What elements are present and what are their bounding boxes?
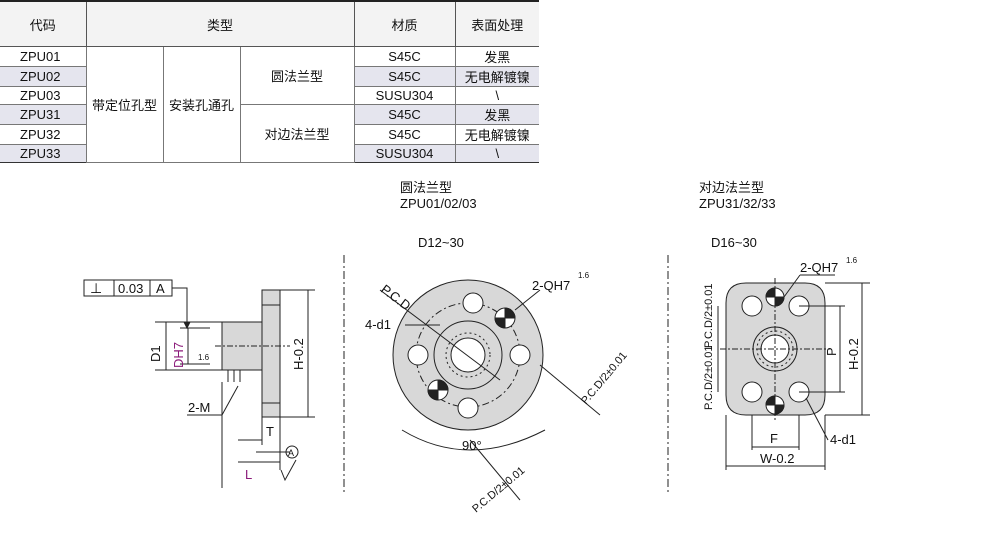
square-view-codes: ZPU31/32/33 xyxy=(699,196,776,211)
round-half-pcd-label-2: P.C.D/2±0.01 xyxy=(470,465,527,516)
h-dim-label: H-0.2 xyxy=(291,338,306,370)
mount-hole xyxy=(741,295,763,317)
table-row: ZPU01 带定位孔型 安装孔通孔 圆法兰型 S45C 发黑 xyxy=(0,46,539,163)
square-view-title: 对边法兰型 xyxy=(699,180,765,195)
row-surface: 发黑 xyxy=(454,46,539,67)
row-code: ZPU31 xyxy=(0,104,87,125)
l-label: L xyxy=(245,467,252,482)
round-view-range: D12~30 xyxy=(418,235,464,250)
header-code: 代码 xyxy=(0,0,87,47)
row-surface: 发黑 xyxy=(454,104,539,125)
datum-circle-letter: A xyxy=(288,448,294,458)
row-surface: \ xyxy=(454,144,539,163)
row-code: ZPU01 xyxy=(0,46,87,67)
row-code: ZPU03 xyxy=(0,86,87,105)
table-row: ZPU02 S45C 无电解镀镍 xyxy=(0,66,539,87)
mount-hole xyxy=(457,397,479,419)
type-locating-hole: 带定位孔型 xyxy=(85,46,164,163)
square-flange-view xyxy=(717,274,870,470)
row-code: ZPU33 xyxy=(0,144,87,163)
flange-section xyxy=(261,289,281,418)
square-half-pcd-label: P.C.D/2±0.01 xyxy=(703,283,715,348)
datum-letter: A xyxy=(156,281,165,296)
square-h-label: H-0.2 xyxy=(846,338,861,370)
type-square-flange: 对边法兰型 xyxy=(239,104,355,163)
table-row: ZPU31 对边法兰型 S45C 发黑 xyxy=(0,104,539,163)
round-flange-view xyxy=(379,279,601,501)
mount-hole xyxy=(407,344,429,366)
square-pin-label: 2-QH7 xyxy=(800,260,838,275)
d1-label: D1 xyxy=(148,345,163,362)
tolerance-value: 0.03 xyxy=(118,281,143,296)
row-material: SUSU304 xyxy=(353,144,456,163)
round-roughness: 1.6 xyxy=(578,271,590,280)
t-label: T xyxy=(266,424,274,439)
roughness-mark: 1.6 xyxy=(198,353,210,362)
square-roughness: 1.6 xyxy=(846,256,858,265)
dh7-label: DH7 xyxy=(171,342,186,368)
square-holes-label: 4-d1 xyxy=(830,432,856,447)
square-half-pcd-label-2: P.C.D/2±0.01 xyxy=(703,345,715,410)
table-row: ZPU03 SUSU304 \ xyxy=(0,86,539,105)
p-label: P xyxy=(824,347,839,356)
angle-label: 90° xyxy=(462,438,482,453)
side-view xyxy=(83,279,315,488)
round-view-title: 圆法兰型 xyxy=(400,180,453,195)
round-pin-label: 2-QH7 xyxy=(532,278,570,293)
type-mount-through-hole: 安装孔通孔 xyxy=(162,46,241,163)
round-holes-label: 4-d1 xyxy=(365,317,391,332)
spec-table: 代码 类型 材质 表面处理 ZPU01 带定位孔型 安装孔通孔 圆法兰型 S45… xyxy=(0,0,539,163)
mount-hole xyxy=(462,292,484,314)
round-view-codes: ZPU01/02/03 xyxy=(400,196,477,211)
round-half-pcd-label: P.C.D/2±0.01 xyxy=(579,350,630,407)
table-row: ZPU33 SUSU304 \ xyxy=(0,144,539,163)
thread-label: 2-M xyxy=(188,400,210,415)
row-material: S45C xyxy=(353,66,456,87)
row-surface: 无电解镀镍 xyxy=(454,66,539,87)
header-surface: 表面处理 xyxy=(455,0,539,47)
header-material: 材质 xyxy=(354,0,456,47)
pcd-label: P.C.D xyxy=(378,281,413,313)
perpendicularity-symbol: ⊥ xyxy=(90,280,102,296)
table-row: ZPU32 S45C 无电解镀镍 xyxy=(0,124,539,145)
mount-hole xyxy=(509,344,531,366)
w-label: W-0.2 xyxy=(760,451,794,466)
mount-hole xyxy=(741,381,763,403)
square-view-range: D16~30 xyxy=(711,235,757,250)
f-label: F xyxy=(770,431,778,446)
